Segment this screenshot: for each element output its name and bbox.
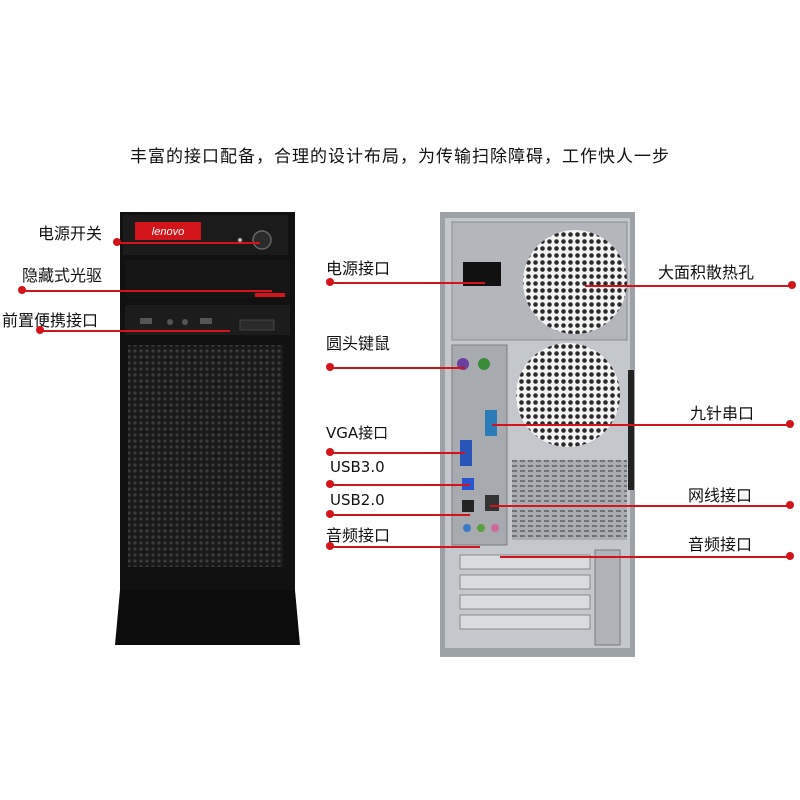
callout-ps2-ports: 圆头键鼠	[326, 334, 391, 353]
expansion-slots	[459, 549, 621, 646]
callout-line-power-connector	[330, 282, 485, 284]
optical-drive	[125, 260, 290, 298]
front-usb-port-icon	[140, 318, 152, 324]
callout-line-usb3	[330, 484, 470, 486]
callout-dot-ethernet-port	[786, 501, 794, 509]
callout-line-ethernet-port	[490, 505, 790, 507]
io-shield	[451, 344, 508, 546]
lenovo-logo: lenovo	[152, 226, 184, 238]
front-usb-port-icon-2	[200, 318, 212, 324]
callout-power-switch: 电源开关	[38, 224, 103, 243]
callout-line-vga-port	[330, 452, 465, 454]
callout-line-large-vent	[585, 285, 795, 287]
callout-hidden-optical-drive: 隐藏式光驱	[22, 266, 103, 285]
rear-tower	[440, 212, 635, 657]
callout-line-usb2	[330, 514, 470, 516]
callout-power-connector: 电源接口	[326, 259, 391, 278]
mic-jack-icon	[182, 319, 188, 325]
lenovo-logo-badge	[135, 222, 201, 240]
callout-line-ps2-ports	[330, 367, 465, 369]
callout-dot-usb3	[326, 480, 334, 488]
callout-line-audio-right	[500, 556, 790, 558]
callout-line-audio-left	[330, 546, 480, 548]
callout-dot-front-ports	[36, 326, 44, 334]
front-tower: lenovo	[115, 212, 300, 645]
callout-ethernet-port: 网线接口	[688, 486, 753, 505]
audio-mic-jack-icon	[491, 524, 499, 532]
callout-audio-left: 音频接口	[326, 526, 391, 545]
callout-audio-right: 音频接口	[688, 535, 753, 554]
callout-dot-serial-port	[786, 420, 794, 428]
power-button-icon	[252, 230, 272, 250]
rear-fan-grille	[516, 343, 620, 447]
power-led-icon	[238, 238, 242, 242]
callout-large-vent: 大面积散热孔	[658, 263, 755, 282]
callout-dot-power-switch	[113, 238, 121, 246]
tower-base	[115, 590, 300, 645]
side-vent	[512, 460, 627, 540]
callout-usb3: USB3.0	[330, 458, 385, 476]
page-headline: 丰富的接口配备，合理的设计布局，为传输扫除障碍，工作快人一步	[130, 147, 670, 167]
callout-dot-vga-port	[326, 448, 334, 456]
callout-dot-usb2	[326, 510, 334, 518]
vga-port-icon	[460, 440, 472, 466]
front-mesh	[128, 345, 283, 567]
callout-line-optical-drive	[22, 290, 272, 292]
callout-line-power-switch	[117, 242, 260, 244]
headphone-jack-icon	[167, 319, 173, 325]
callout-front-ports: 前置便携接口	[2, 311, 99, 330]
ps2-mouse-port-icon	[478, 358, 490, 370]
callout-dot-ps2-ports	[326, 363, 334, 371]
audio-out-jack-icon	[477, 524, 485, 532]
callout-usb2: USB2.0	[330, 491, 385, 509]
audio-in-jack-icon	[463, 524, 471, 532]
callout-line-serial-port	[492, 424, 790, 426]
serial-port-icon	[485, 410, 497, 436]
usb2-port-icon	[462, 500, 474, 512]
callout-line-front-ports	[40, 330, 230, 332]
callout-dot-optical-drive	[18, 286, 26, 294]
callout-dot-audio-right	[786, 552, 794, 560]
callout-serial-port: 九针串口	[690, 404, 755, 423]
callout-dot-power-connector	[326, 278, 334, 286]
callout-dot-large-vent	[788, 281, 796, 289]
callout-dot-audio-left	[326, 542, 334, 550]
psu-fan-grille	[523, 230, 627, 334]
callout-vga-port: VGA接口	[326, 424, 389, 442]
ethernet-port-icon	[485, 495, 499, 511]
